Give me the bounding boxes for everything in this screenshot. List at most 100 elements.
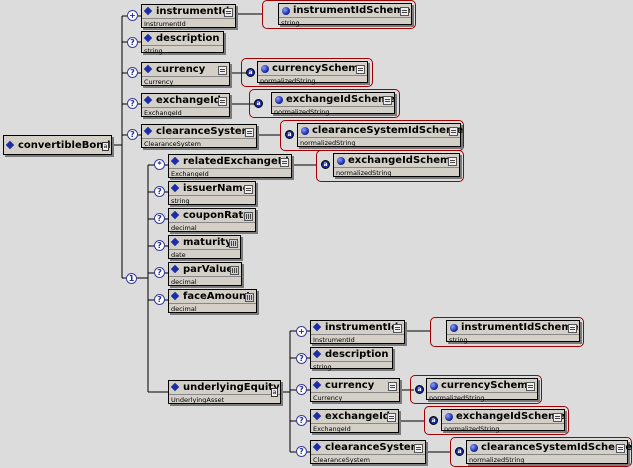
attribute-frame xyxy=(249,89,400,118)
node-underlying-equity[interactable]: underlyingEquity UnderlyingAsset a xyxy=(168,380,281,404)
attr-clearance-system-id-scheme[interactable]: clearanceSystemIdScheme normalizedString xyxy=(297,123,464,147)
node-type: string xyxy=(313,363,332,371)
node-name: currencyScheme xyxy=(272,63,366,74)
node-name: exchangeId xyxy=(156,95,221,106)
node-exchange-id[interactable]: exchangeId ExchangeId xyxy=(141,93,230,117)
attribute-icon xyxy=(275,96,283,104)
divider xyxy=(298,137,460,138)
node-underlying-exchange-id[interactable]: exchangeId ExchangeId xyxy=(310,409,399,433)
attr-exchange-id-scheme[interactable]: exchangeIdScheme normalizedString xyxy=(271,92,395,116)
node-type: ClearanceSystem xyxy=(144,140,201,148)
node-name: exchangeId xyxy=(325,411,390,422)
optional-marker: ? xyxy=(127,37,138,48)
list-icon xyxy=(388,382,397,391)
convertible-bond-node[interactable]: convertibleBond a xyxy=(3,135,112,155)
attr-related-exchange-id-scheme[interactable]: exchangeIdScheme normalizedString xyxy=(333,153,460,177)
optional-marker: ? xyxy=(154,294,165,305)
node-maturity[interactable]: maturity date xyxy=(168,235,241,259)
attribute-icon xyxy=(337,157,345,165)
node-underlying-instrument-id[interactable]: instrumentId InstrumentId xyxy=(310,320,405,344)
element-icon xyxy=(170,264,180,274)
attribute-icon xyxy=(301,127,309,135)
divider xyxy=(311,423,398,424)
attr-underlying-exchange-id-scheme[interactable]: exchangeIdScheme normalizedString xyxy=(441,409,566,433)
node-type: string xyxy=(449,336,468,344)
node-description[interactable]: description string xyxy=(141,31,224,55)
node-currency[interactable]: currency Currency xyxy=(141,62,230,86)
element-icon xyxy=(170,210,180,220)
node-name: exchangeIdScheme xyxy=(348,155,458,166)
attr-instrument-id-scheme[interactable]: instrumentIdScheme string xyxy=(278,3,412,27)
list-icon xyxy=(245,128,254,137)
attr-underlying-currency-scheme[interactable]: currencyScheme normalizedString xyxy=(426,378,538,402)
divider xyxy=(142,107,229,108)
node-type: date xyxy=(171,251,186,259)
node-type: normalizedString xyxy=(444,425,500,433)
list-icon xyxy=(383,96,392,105)
divider xyxy=(311,361,392,362)
node-clearance-system[interactable]: clearanceSystem ClearanceSystem xyxy=(141,124,257,148)
attribute-frame xyxy=(410,375,542,404)
node-name: couponRate xyxy=(183,210,251,221)
node-type: Currency xyxy=(144,78,174,86)
list-icon xyxy=(414,444,423,453)
node-name: instrumentId xyxy=(325,322,399,333)
element-icon xyxy=(143,33,153,43)
node-name: maturity xyxy=(183,237,232,248)
optional-marker: ? xyxy=(127,129,138,140)
node-type: InstrumentId xyxy=(313,336,355,344)
node-type: InstrumentId xyxy=(144,20,186,28)
node-issuer-name[interactable]: issuerName string xyxy=(168,181,256,205)
attribute-frame xyxy=(450,437,632,467)
optional-marker: ? xyxy=(127,67,138,78)
node-name: currency xyxy=(156,64,206,75)
divider xyxy=(334,167,459,168)
node-type: Currency xyxy=(313,394,343,402)
element-icon xyxy=(312,442,322,452)
node-instrument-id[interactable]: instrumentId InstrumentId xyxy=(141,4,236,28)
element-icon xyxy=(312,322,322,332)
element-icon xyxy=(312,411,322,421)
element-icon xyxy=(143,6,153,16)
divider xyxy=(142,45,223,46)
node-type: ClearanceSystem xyxy=(313,456,370,464)
attribute-marker: a xyxy=(321,160,330,169)
node-underlying-currency[interactable]: currency Currency xyxy=(310,378,400,402)
node-type: UnderlyingAsset xyxy=(171,396,225,404)
attribute-icon xyxy=(430,382,438,390)
node-underlying-description[interactable]: description string xyxy=(310,347,393,371)
attribute-frame xyxy=(430,317,584,347)
node-name: faceAmount xyxy=(183,291,251,302)
divider xyxy=(142,76,229,77)
attr-currency-scheme[interactable]: currencyScheme normalizedString xyxy=(257,61,368,85)
optional-marker: ? xyxy=(296,446,307,457)
divider xyxy=(169,249,240,250)
node-coupon-rate[interactable]: couponRate decimal xyxy=(168,208,256,232)
simple-type-icon xyxy=(230,266,239,275)
attr-underlying-clearance-system-id-scheme[interactable]: clearanceSystemIdScheme normalizedString xyxy=(466,440,632,464)
node-related-exchange-id[interactable]: relatedExchangeId ExchangeId xyxy=(168,154,292,178)
attribute-marker: a xyxy=(455,447,464,456)
optional-marker: ? xyxy=(154,267,165,278)
node-par-value[interactable]: parValue decimal xyxy=(168,262,242,286)
list-icon xyxy=(448,157,457,166)
node-name: exchangeIdScheme xyxy=(456,411,566,422)
list-icon xyxy=(400,7,409,16)
element-icon xyxy=(170,183,180,193)
attr-underlying-instrument-id-scheme[interactable]: instrumentIdScheme string xyxy=(446,320,580,344)
node-type: normalizedString xyxy=(274,108,330,116)
node-face-amount[interactable]: faceAmount decimal xyxy=(168,289,257,313)
element-icon xyxy=(143,126,153,136)
node-type: decimal xyxy=(171,278,197,286)
node-name: clearanceSystemIdScheme xyxy=(312,125,464,136)
simple-type-icon xyxy=(229,239,238,248)
node-underlying-clearance-system[interactable]: clearanceSystem ClearanceSystem xyxy=(310,440,426,464)
divider xyxy=(169,168,291,169)
divider xyxy=(142,138,256,139)
node-name: relatedExchangeId xyxy=(183,156,289,167)
divider xyxy=(169,394,280,395)
attribute-frame xyxy=(262,0,416,29)
node-type: ExchangeId xyxy=(313,425,351,433)
divider xyxy=(169,276,241,277)
simple-type-icon xyxy=(245,293,254,302)
